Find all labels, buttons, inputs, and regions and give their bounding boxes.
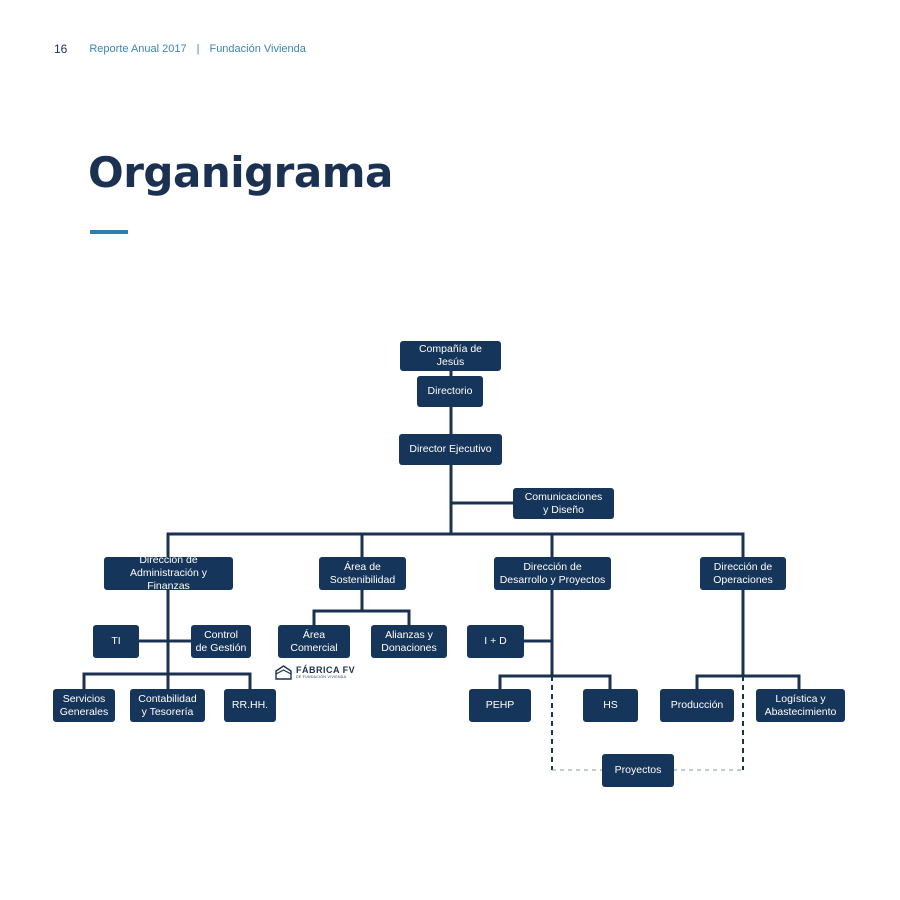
foundation-name: Fundación Vivienda	[209, 43, 306, 55]
node-ti: TI	[93, 625, 139, 658]
node-proyectos: Proyectos	[602, 754, 674, 787]
node-control-gestion: Control de Gestión	[191, 625, 251, 658]
node-directorio: Directorio	[417, 376, 483, 407]
node-area-comercial: Área Comercial	[278, 625, 350, 658]
node-servicios-generales: Servicios Generales	[53, 689, 115, 722]
node-director-ejecutivo: Director Ejecutivo	[399, 434, 502, 465]
report-title: Reporte Anual 2017	[89, 43, 187, 55]
node-pehp: PEHP	[469, 689, 531, 722]
node-comunicaciones: Comunicaciones y Diseño	[513, 488, 614, 519]
node-dir-administracion: Dirección de Administración y Finanzas	[104, 554, 233, 592]
node-contabilidad: Contabilidad y Tesorería	[130, 689, 205, 722]
house-icon	[275, 665, 292, 680]
node-produccion: Producción	[660, 689, 734, 722]
node-compania-de-jesus: Compañía de Jesús	[400, 341, 501, 371]
node-dir-desarrollo: Dirección de Desarrollo y Proyectos	[494, 557, 611, 590]
logo-name: FÁBRICA FV	[296, 665, 356, 675]
node-logistica: Logística y Abastecimiento	[756, 689, 845, 722]
fabrica-fv-logo: FÁBRICA FV DE FUNDACIÓN VIVIENDA	[275, 665, 355, 680]
node-rrhh: RR.HH.	[224, 689, 276, 722]
page-header: 16 Reporte Anual 2017 | Fundación Vivien…	[54, 42, 306, 56]
title-underline	[90, 230, 128, 234]
node-dir-operaciones: Dirección de Operaciones	[700, 557, 786, 590]
node-sostenibilidad: Área de Sostenibilidad	[319, 557, 406, 590]
node-hs: HS	[583, 689, 638, 722]
node-i-d: I + D	[467, 625, 524, 658]
page-number: 16	[54, 42, 68, 56]
node-alianzas: Alianzas y Donaciones	[371, 625, 447, 658]
header-separator: |	[196, 43, 200, 55]
logo-subtitle: DE FUNDACIÓN VIVIENDA	[296, 675, 347, 679]
page-title: Organigrama	[88, 148, 393, 197]
